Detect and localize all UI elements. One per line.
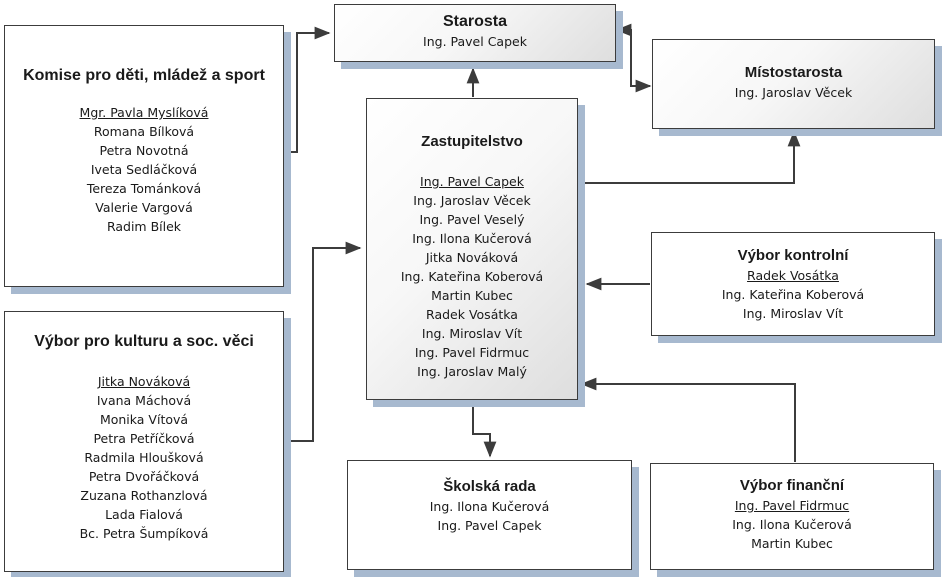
arrow-financni-to-zastupitelstvo [580,377,796,462]
zastupitelstvo-member: Ing. Ilona Kučerová [412,231,532,246]
zastupitelstvo-member: Ing. Pavel Veselý [419,212,525,227]
vybor-financni-member: Martin Kubec [751,536,833,551]
zastupitelstvo-member: Martin Kubec [431,288,513,303]
vybor-kontrolni-lead: Radek Vosátka [747,268,839,283]
vybor-kultura-member: Monika Vítová [99,412,189,427]
arrow-kultura-to-zastupitelstvo [285,241,362,442]
vybor-kultura-member: Bc. Petra Šumpíková [79,526,209,541]
skolska-rada-member: Ing. Pavel Capek [437,518,542,533]
vybor-kultura-member: Radmila Hloušková [84,450,204,465]
zastupitelstvo-lead: Ing. Pavel Capek [420,174,524,189]
vybor-financni-lead: Ing. Pavel Fidrmuc [734,498,850,513]
zastupitelstvo-member: Radek Vosátka [426,307,518,322]
vybor-financni-box: Výbor finanční Ing. Pavel Fidrmuc Ing. I… [650,463,934,570]
zastupitelstvo-member: Jitka Nováková [425,250,519,265]
komise-deti-member: Iveta Sedláčková [90,162,198,177]
vybor-kontrolni-title: Výbor kontrolní [737,247,849,264]
skolska-rada-title: Školská rada [443,478,536,495]
skolska-rada-box: Školská rada Ing. Ilona Kučerová Ing. Pa… [347,460,632,570]
komise-deti-member: Petra Novotná [99,143,189,158]
vybor-kultura-member: Ivana Máchová [96,393,192,408]
komise-deti-member: Romana Bílková [93,124,195,139]
zastupitelstvo-member: Ing. Jaroslav Věcek [413,193,531,208]
vybor-kultura-box: Výbor pro kulturu a soc. věci Jitka Nová… [4,311,284,572]
skolska-rada-member: Ing. Ilona Kučerová [429,499,550,514]
starosta-box: Starosta Ing. Pavel Capek [334,4,616,62]
mistostarosta-title: Místostarosta [744,64,843,81]
vybor-kultura-title: Výbor pro kulturu a soc. věci [34,333,254,350]
arrow-zastupitelstvo-to-mistostarosta [579,130,801,184]
arrow-starosta-to-mistostarosta [615,23,652,93]
komise-deti-member: Radim Bílek [106,219,182,234]
vybor-kultura-member: Petra Dvořáčková [88,469,200,484]
vybor-kontrolni-box: Výbor kontrolní Radek Vosátka Ing. Kateř… [651,232,935,336]
vybor-kontrolni-member: Ing. Kateřina Koberová [721,287,865,302]
zastupitelstvo-box: Zastupitelstvo Ing. Pavel Capek Ing. Jar… [366,98,578,400]
starosta-member: Ing. Pavel Capek [423,34,527,49]
vybor-kontrolni-member: Ing. Miroslav Vít [742,306,844,321]
komise-deti-member: Valerie Vargová [95,200,193,215]
vybor-financni-title: Výbor finanční [739,477,845,494]
zastupitelstvo-member: Ing. Kateřina Koberová [400,269,544,284]
vybor-kultura-member: Lada Fialová [105,507,183,522]
vybor-financni-member: Ing. Ilona Kučerová [732,517,852,532]
zastupitelstvo-member: Ing. Jaroslav Malý [417,364,527,379]
vybor-kultura-member: Petra Petříčková [93,431,195,446]
komise-deti-title: Komise pro děti, mládež a sport [23,67,265,84]
starosta-title: Starosta [442,13,508,30]
arrow-komise-to-starosta [285,26,331,153]
zastupitelstvo-title: Zastupitelstvo [421,133,523,150]
komise-deti-member: Tereza Tománková [86,181,202,196]
vybor-kultura-member: Zuzana Rothanzlová [80,488,208,503]
komise-deti-box: Komise pro děti, mládež a sport Mgr. Pav… [4,25,284,287]
vybor-kultura-lead: Jitka Nováková [97,374,191,389]
mistostarosta-member: Ing. Jaroslav Věcek [734,85,853,100]
mistostarosta-box: Místostarosta Ing. Jaroslav Věcek [652,39,935,129]
zastupitelstvo-member: Ing. Pavel Fidrmuc [414,345,530,360]
zastupitelstvo-member: Ing. Miroslav Vít [421,326,523,341]
arrow-zastupitelstvo-to-skolska [472,401,497,458]
komise-deti-lead: Mgr. Pavla Myslíková [79,105,209,120]
